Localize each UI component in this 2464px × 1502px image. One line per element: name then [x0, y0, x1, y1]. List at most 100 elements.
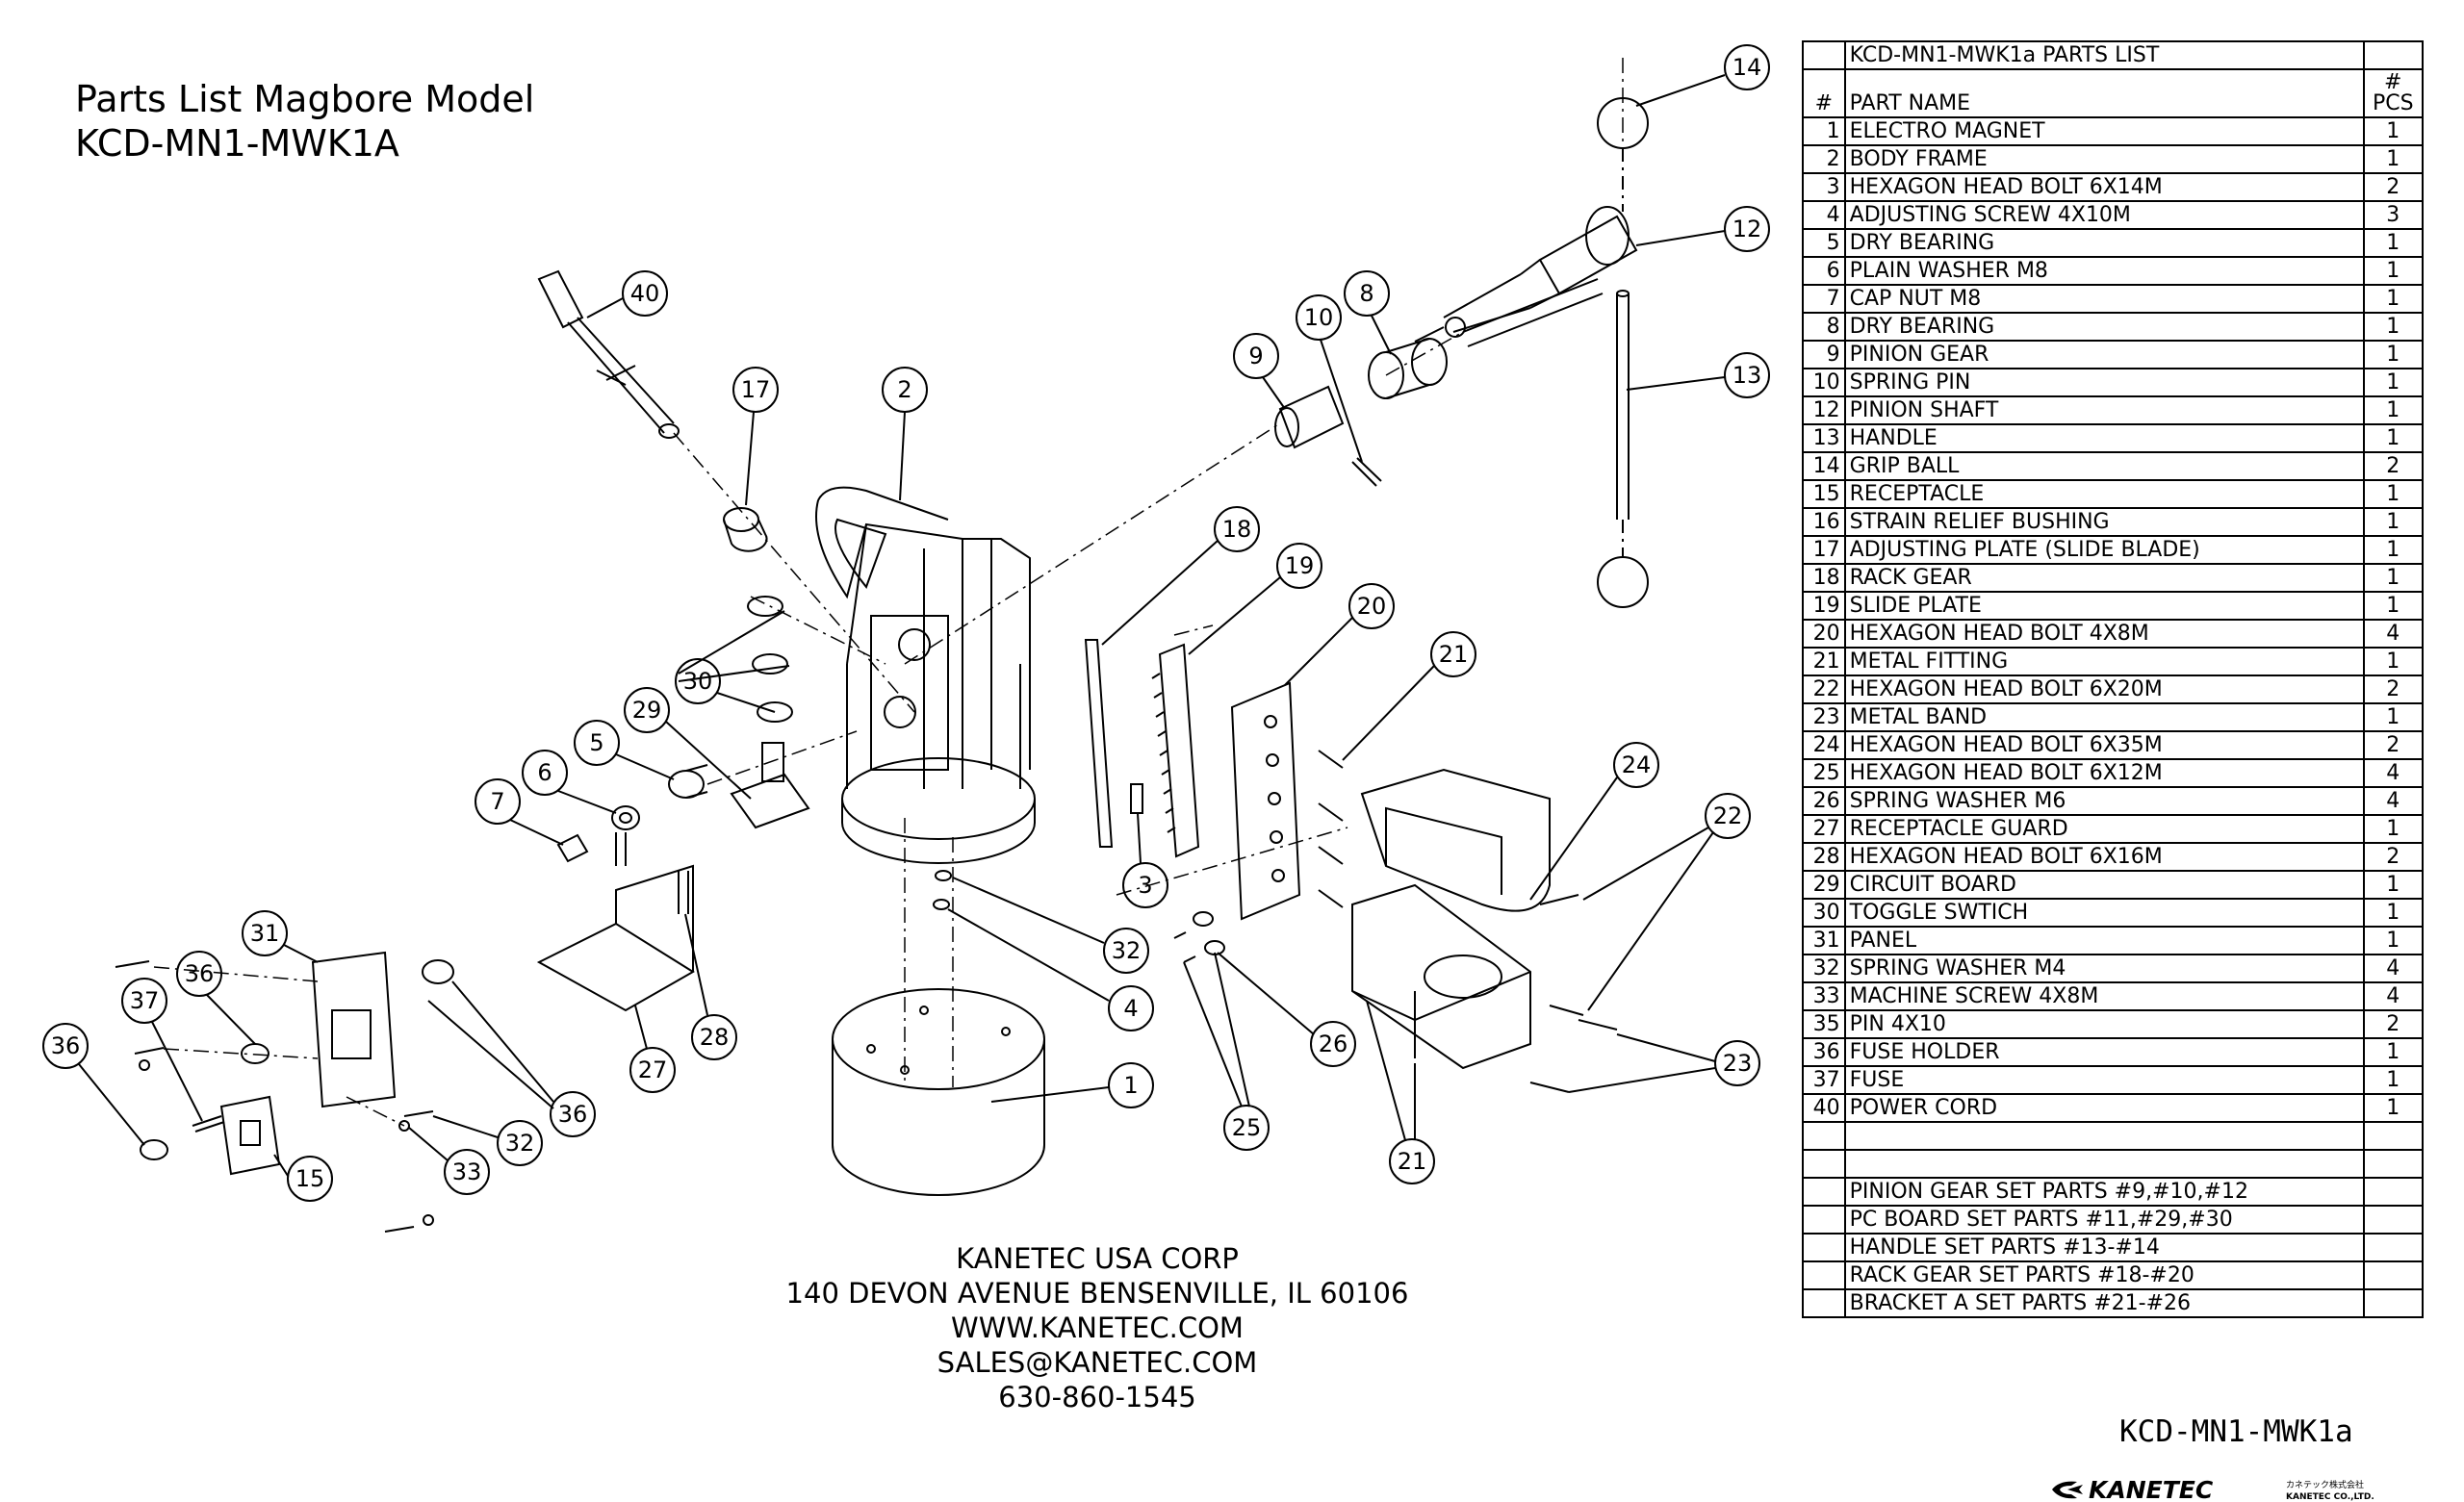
callout-label: 29 — [632, 697, 662, 724]
part-name: HANDLE — [1843, 423, 2365, 453]
callout-label: 21 — [1398, 1148, 1427, 1175]
part-number: 26 — [1802, 786, 1846, 816]
callout-label: 36 — [558, 1101, 588, 1128]
part-quantity: 3 — [2362, 200, 2425, 230]
callout-19: 20 — [1284, 583, 1395, 686]
pinion-gear-part — [1274, 385, 1345, 449]
callout-30: 30 — [675, 610, 790, 713]
part-quantity: 1 — [2362, 563, 2425, 593]
part-quantity: 1 — [2362, 535, 2425, 565]
part-quantity: 1 — [2362, 312, 2425, 342]
part-quantity: 4 — [2362, 758, 2425, 788]
bolts-25-26-part — [1173, 911, 1225, 963]
part-name: SPRING PIN — [1843, 368, 2365, 397]
strain-relief-bushing-part — [723, 507, 768, 552]
callout-29: 29 — [624, 687, 752, 800]
part-number: 9 — [1802, 340, 1846, 369]
part-quantity: 1 — [2362, 870, 2425, 900]
hexagon-bolts-20-part — [1318, 750, 1344, 908]
callout-32: 32 — [432, 1115, 543, 1166]
set-row: HANDLE SET PARTS #13-#14 — [1802, 1233, 2425, 1262]
callout-label: 4 — [1123, 995, 1138, 1022]
callout-label: 31 — [250, 920, 280, 947]
company-website: WWW.KANETEC.COM — [951, 1311, 1244, 1344]
callout-22: 22 — [1582, 793, 1751, 1011]
callout-20: 21 — [1342, 631, 1476, 761]
part-number: 18 — [1802, 563, 1846, 593]
part-name: ELECTRO MAGNET — [1843, 116, 2365, 146]
set-quantity-cell — [2362, 1177, 2425, 1207]
part-quantity: 1 — [2362, 1065, 2425, 1095]
callout-label: 1 — [1123, 1072, 1138, 1099]
part-name: HEXAGON HEAD BOLT 6X16M — [1843, 842, 2365, 872]
set-number-cell — [1802, 1233, 1846, 1262]
callout-label: 17 — [741, 376, 771, 403]
part-number: 23 — [1802, 702, 1846, 732]
set-row: PC BOARD SET PARTS #11,#29,#30 — [1802, 1205, 2425, 1235]
set-number-cell — [1802, 1260, 1846, 1290]
part-number: 15 — [1802, 479, 1846, 509]
callout-label: 27 — [638, 1056, 668, 1083]
part-quantity: 1 — [2362, 368, 2425, 397]
callout-14: 14 — [1635, 44, 1770, 107]
callout-35: 32 — [952, 877, 1149, 974]
callout-label: 2 — [897, 376, 911, 403]
part-name: ADJUSTING PLATE (SLIDE BLADE) — [1843, 535, 2365, 565]
part-quantity: 1 — [2362, 116, 2425, 146]
set-quantity-cell — [2362, 1260, 2425, 1290]
fuse-part — [192, 1115, 225, 1133]
part-quantity: 1 — [2362, 256, 2425, 286]
blank-cell — [2362, 1121, 2425, 1151]
part-number: 35 — [1802, 1009, 1846, 1039]
part-quantity: 4 — [2362, 954, 2425, 983]
company-name: KANETEC USA CORP — [956, 1242, 1239, 1275]
adjusting-plate-part — [1084, 639, 1114, 848]
callout-label: 32 — [505, 1130, 535, 1157]
part-number: 37 — [1802, 1065, 1846, 1095]
callout-label: 12 — [1732, 216, 1762, 242]
callout-4: 4 — [947, 908, 1154, 1031]
part-number: 2 — [1802, 144, 1846, 174]
callout-label: 8 — [1359, 280, 1373, 307]
part-number: 16 — [1802, 507, 1846, 537]
callout-27: 27 — [629, 1005, 676, 1093]
callout-label: 9 — [1248, 343, 1263, 369]
part-name: DRY BEARING — [1843, 228, 2365, 258]
part-number: 14 — [1802, 451, 1846, 481]
part-number: 4 — [1802, 200, 1846, 230]
callout-6: 6 — [522, 750, 617, 814]
part-quantity: 1 — [2362, 1093, 2425, 1123]
set-quantity-cell — [2362, 1233, 2425, 1262]
model-code: KCD-MN1-MWK1a — [2119, 1414, 2353, 1449]
toggle-switch-washers-part — [747, 596, 793, 723]
callout-37: 37 — [121, 978, 203, 1122]
part-quantity: 1 — [2362, 395, 2425, 425]
part-quantity: 1 — [2362, 479, 2425, 509]
callout-label: 25 — [1232, 1114, 1262, 1141]
part-name: SLIDE PLATE — [1843, 591, 2365, 621]
exploded-parts-diagram: 14 12 13 8 10 9 40 17 2 18 19 20 21 24 2… — [42, 44, 1770, 1233]
callout-label: 32 — [1112, 937, 1142, 964]
blank-cell — [1843, 1149, 2365, 1179]
part-number: 19 — [1802, 591, 1846, 621]
page-title: Parts List Magbore Model KCD-MN1-MWK1A — [75, 77, 534, 165]
part-quantity: 1 — [2362, 144, 2425, 174]
part-name: METAL BAND — [1843, 702, 2365, 732]
part-name: POWER CORD — [1843, 1093, 2365, 1123]
title-line-1: Parts List Magbore Model — [75, 78, 535, 120]
bolts-22-24-part — [1529, 894, 1618, 1093]
part-name: STRAIN RELIEF BUSHING — [1843, 507, 2365, 537]
part-number: 28 — [1802, 842, 1846, 872]
set-number-cell — [1802, 1177, 1846, 1207]
part-quantity: 2 — [2362, 730, 2425, 760]
callout-36-left: 36 — [42, 1023, 145, 1146]
part-name: PLAIN WASHER M8 — [1843, 256, 2365, 286]
